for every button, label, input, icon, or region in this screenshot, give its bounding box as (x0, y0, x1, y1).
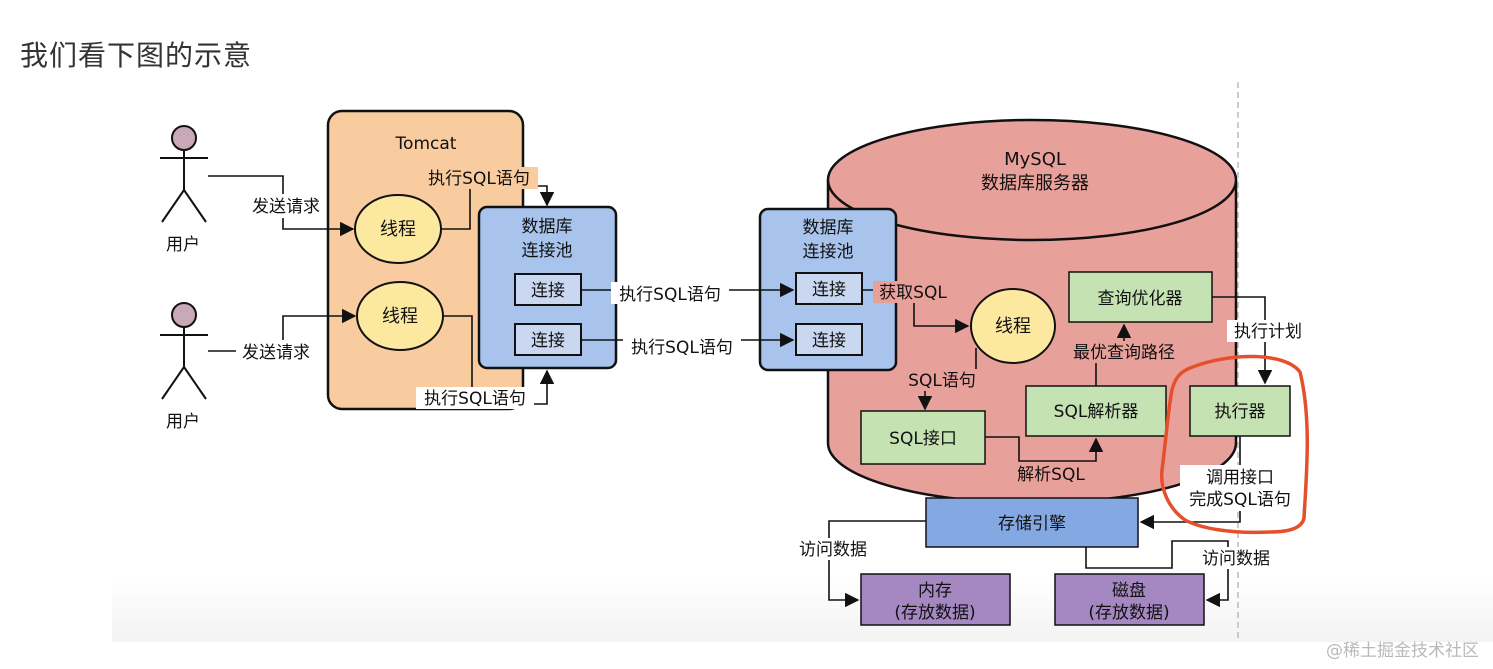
sql-interface-label: SQL接口 (889, 429, 957, 449)
user-actor-1 (160, 125, 208, 223)
label-bg (246, 194, 326, 218)
mysql-connection-2-label: 连接 (812, 331, 846, 351)
exec-sql-label-top: 执行SQL语句 (428, 169, 530, 189)
parse-sql-label: 解析SQL (1017, 465, 1085, 485)
query-optimizer-box (1068, 271, 1213, 323)
user-label-1: 用户 (166, 235, 200, 255)
watermark: @稀土掘金技术社区 (1326, 641, 1479, 661)
tomcat-connection-2-label: 连接 (531, 331, 565, 351)
tomcat-connection-2 (514, 323, 582, 356)
query-optimizer-label: 查询优化器 (1098, 289, 1183, 309)
mysql-title-1: MySQL (1004, 149, 1066, 170)
parse-sql-arrow (985, 436, 1104, 462)
mysql-title-2: 数据库服务器 (981, 173, 1089, 194)
call-interface-label-2: 完成SQL语句 (1189, 490, 1291, 510)
mysql-thread-label: 线程 (995, 316, 1031, 337)
call-interface-arrow (1139, 436, 1241, 530)
mysql-connection-1 (795, 272, 863, 305)
mysql-connection-1-label: 连接 (812, 280, 846, 300)
send-request-label-2: 发送请求 (242, 343, 310, 363)
highlight-circle (1159, 354, 1310, 535)
memory-label-2: (存放数据) (894, 603, 975, 623)
label-bg (1196, 547, 1276, 569)
exec-sql-label-conn-1: 执行SQL语句 (619, 285, 721, 305)
mysql-pool-title-1: 数据库 (803, 218, 854, 238)
sql-parser-label: SQL解析器 (1054, 402, 1139, 422)
tomcat-title: Tomcat (395, 134, 457, 154)
access-data-label-memory: 访问数据 (799, 540, 867, 560)
exec-plan-label: 执行计划 (1234, 322, 1302, 342)
exec-sql-label-conn-2: 执行SQL语句 (631, 338, 733, 358)
user-label-2: 用户 (166, 412, 200, 432)
label-bg (1011, 463, 1091, 485)
mysql-connection-2 (795, 323, 863, 356)
tomcat-pool-title-2: 连接池 (522, 241, 573, 261)
label-bg (611, 282, 729, 304)
tomcat-thread-1-label: 线程 (380, 219, 416, 240)
access-data-label-disk: 访问数据 (1202, 549, 1270, 569)
get-sql-label: 获取SQL (879, 283, 947, 303)
disk-label-1: 磁盘 (1112, 581, 1146, 601)
label-bg (793, 538, 873, 560)
label-bg (420, 167, 538, 189)
memory-label-1: 内存 (918, 581, 952, 601)
disk-box (1054, 573, 1205, 626)
storage-engine-label: 存储引擎 (998, 514, 1066, 534)
mysql-thread (970, 288, 1056, 364)
send-request-label-1: 发送请求 (252, 197, 320, 217)
exec-plan-arrow (1212, 296, 1273, 385)
label-bg (1227, 320, 1309, 342)
access-data-arrow-memory (828, 520, 926, 608)
memory-box (860, 573, 1011, 626)
label-bg (236, 340, 316, 364)
page-heading: 我们看下图的示意 (20, 39, 253, 72)
storage-engine-box (925, 497, 1139, 548)
call-interface-label-1: 调用接口 (1206, 468, 1274, 488)
tomcat-connection-1 (514, 273, 582, 306)
label-bg (416, 387, 534, 409)
best-path-label: 最优查询路径 (1073, 343, 1175, 363)
label-bg (1065, 341, 1183, 363)
access-data-arrow-disk (1085, 540, 1229, 608)
executor-label: 执行器 (1215, 402, 1266, 422)
executor-box (1189, 385, 1291, 437)
label-bg (623, 336, 741, 358)
tomcat-thread-2-label: 线程 (382, 306, 418, 327)
tomcat-pool-title-1: 数据库 (522, 217, 573, 237)
disk-label-2: (存放数据) (1088, 603, 1169, 623)
label-bg (904, 369, 980, 391)
sql-interface-box (860, 410, 986, 465)
label-bg (1180, 465, 1304, 511)
exec-sql-label-bottom: 执行SQL语句 (424, 389, 526, 409)
mysql-server-top (826, 118, 1238, 242)
user-actor-2 (160, 302, 208, 400)
label-bg (873, 281, 953, 303)
sql-parser-box (1025, 385, 1167, 437)
sql-statement-label: SQL语句 (908, 371, 976, 391)
tomcat-connection-1-label: 连接 (531, 281, 565, 301)
mysql-pool-title-2: 连接池 (803, 242, 854, 262)
